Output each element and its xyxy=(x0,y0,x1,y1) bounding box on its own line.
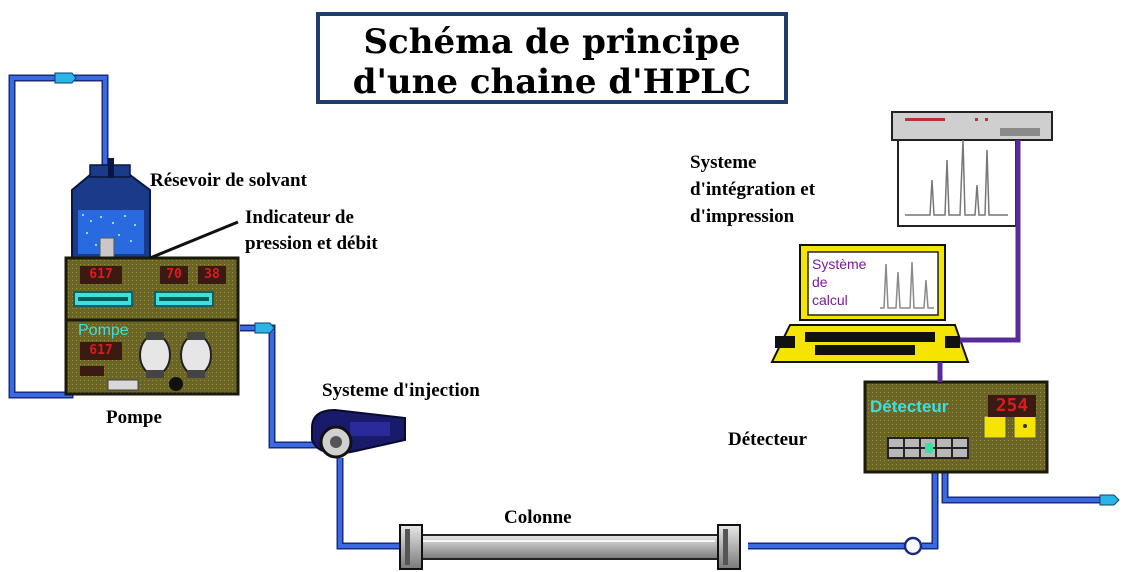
reservoir-label: Résevoir de solvant xyxy=(150,170,307,191)
injection-label: Systeme d'injection xyxy=(322,380,480,401)
pump-main-display: 617 xyxy=(80,266,122,284)
solvent-reservoir-icon xyxy=(71,158,151,259)
integration-label-line-2: d'intégration et xyxy=(690,179,816,200)
detector-label: Détecteur xyxy=(728,429,808,450)
screen-line-1: Système xyxy=(812,256,867,272)
waste-outlet-connector-icon xyxy=(1099,494,1120,506)
flow-display: 38 xyxy=(198,266,226,284)
pump-outlet-connector-icon xyxy=(254,322,275,334)
screen-line-2: de xyxy=(812,274,828,290)
column-label: Colonne xyxy=(504,507,572,528)
flow-junction-icon xyxy=(903,536,923,556)
main-tubing xyxy=(240,324,1100,550)
indicator-label-line-2: pression et débit xyxy=(245,233,378,254)
pump-label: Pompe xyxy=(106,407,162,428)
pump-lower-display: 617 xyxy=(80,342,122,360)
pump-panel-label: Pompe xyxy=(78,322,129,339)
column-icon xyxy=(399,524,741,570)
screen-line-3: calcul xyxy=(812,292,848,308)
printer-icon xyxy=(891,111,1053,227)
pump-body xyxy=(64,256,240,396)
pressure-display: 70 xyxy=(160,266,188,284)
signal-cables xyxy=(937,140,1021,382)
wavelength-display: 254 xyxy=(988,395,1036,417)
integration-label-line-3: d'impression xyxy=(690,206,795,227)
inlet-connector-icon xyxy=(54,72,77,84)
indicator-label-line-1: Indicateur de xyxy=(245,207,354,228)
title-line-2: d'une chaine d'HPLC xyxy=(352,62,752,102)
indicator-pointer xyxy=(149,220,239,260)
diagram-title: Schéma de principe d'une chaine d'HPLC xyxy=(316,12,788,104)
detector-body xyxy=(863,380,1049,474)
computer-icon xyxy=(770,244,970,363)
detector-panel-label: Détecteur xyxy=(870,397,949,416)
integration-label-line-1: Systeme xyxy=(690,152,757,173)
injector-icon xyxy=(311,408,406,459)
title-line-1: Schéma de principe xyxy=(363,22,741,62)
